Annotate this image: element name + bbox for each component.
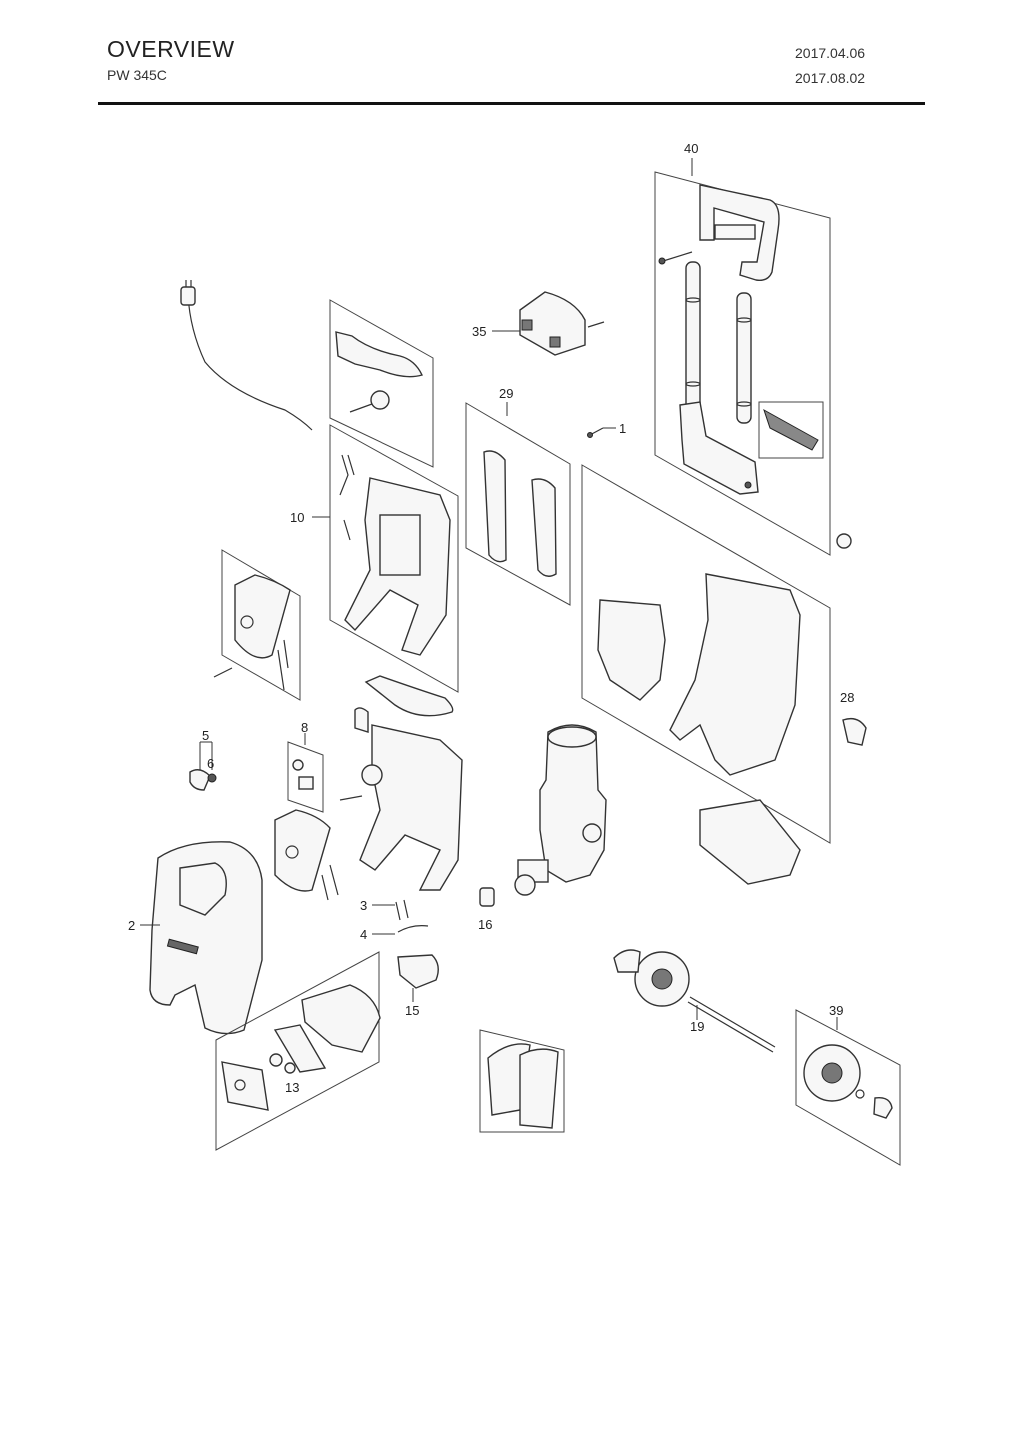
- part-28-clip: 28: [840, 690, 867, 746]
- callout-8: 8: [301, 720, 308, 735]
- part-39-wheel-kit: 39: [795, 1003, 901, 1166]
- callout-4: 4: [360, 927, 367, 942]
- callout-2: 2: [128, 918, 135, 933]
- part-3-4: 3 4: [360, 898, 429, 942]
- part-10-housing-frame: 10: [290, 424, 459, 693]
- callout-39: 39: [829, 1003, 843, 1018]
- part-35: 35: [472, 291, 605, 356]
- date-created: 2017.04.06: [795, 45, 866, 61]
- callout-35: 35: [472, 324, 486, 339]
- part-8: 8: [287, 720, 324, 813]
- callout-19: 19: [690, 1019, 704, 1034]
- callout-15: 15: [405, 1003, 419, 1018]
- part-15: 15: [397, 954, 439, 1018]
- callout-1: 1: [619, 421, 626, 436]
- part-5-6-knob: 5 6: [189, 728, 217, 791]
- part-16-fitting: 16: [478, 887, 495, 932]
- lower-frame-assembly: [339, 675, 463, 891]
- callout-10: 10: [290, 510, 304, 525]
- callout-5: 5: [202, 728, 209, 743]
- callout-40: 40: [684, 141, 698, 156]
- part-2-body-shell: 2: [128, 841, 263, 1035]
- date-revised: 2017.08.02: [795, 70, 866, 86]
- lower-cover-panels: [479, 1029, 565, 1133]
- callout-13: 13: [285, 1080, 299, 1095]
- header-rule: [98, 102, 925, 105]
- power-cord: [180, 280, 313, 431]
- part-40-handle-assembly: 40: [654, 141, 852, 556]
- callout-16: 16: [478, 917, 492, 932]
- part-13-panel-assembly: 13: [215, 951, 381, 1151]
- model-number: PW 345C: [107, 67, 167, 83]
- part-29-panels: 29: [465, 386, 571, 606]
- callout-28: 28: [840, 690, 854, 705]
- switch-cover-assembly: [329, 299, 434, 468]
- front-cover-lower: [274, 809, 339, 901]
- wheel-axle-assembly: 19: [613, 949, 776, 1053]
- part-1-screw: 1: [587, 421, 626, 438]
- callout-6: 6: [207, 756, 214, 771]
- motor-pump-assembly: [514, 724, 607, 896]
- callout-3: 3: [360, 898, 367, 913]
- callout-29: 29: [499, 386, 513, 401]
- chassis-frame: [581, 464, 831, 885]
- front-cover-assembly: [213, 549, 301, 701]
- page-title: OVERVIEW: [107, 36, 235, 62]
